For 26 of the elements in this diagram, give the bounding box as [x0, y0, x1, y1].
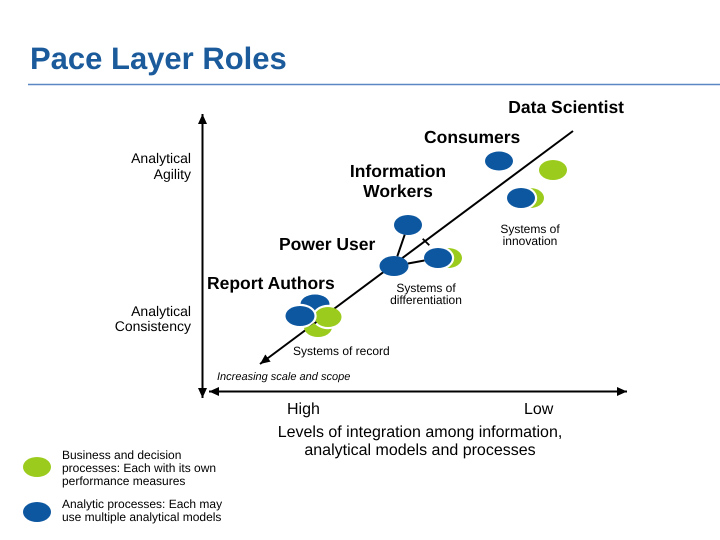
process-ellipse: [485, 151, 513, 171]
layer-label: Systems of innovation: [499, 222, 561, 248]
role-label: Power User: [279, 234, 376, 254]
axis-label: Analytical Agility: [130, 150, 191, 182]
process-ellipse: [394, 215, 422, 235]
title: Pace Layer Roles: [30, 41, 287, 77]
direction-label: Increasing scale and scope: [217, 370, 350, 384]
process-ellipse: [424, 248, 452, 268]
axis-label: Low: [524, 400, 554, 418]
layer-label: Systems of record: [293, 344, 390, 358]
legend-text: Business and decision processes: Each with its own performance measures: [62, 448, 218, 488]
role-label: Information Workers: [348, 161, 448, 201]
connector-line: [396, 234, 406, 257]
process-ellipse: [507, 188, 535, 208]
axis-label: Analytical Consistency: [114, 304, 191, 334]
role-label: Report Authors: [207, 274, 335, 292]
role-label: Data Scientist: [508, 96, 624, 118]
legend-text: Analytic processes: Each may use multiple analytical models: [62, 498, 224, 524]
axis-title: Levels of integration among information, analytical models and processes: [276, 424, 564, 460]
process-ellipse: [539, 160, 567, 180]
process-ellipse: [285, 306, 315, 326]
connector-line: [408, 260, 425, 264]
role-label: Consumers: [424, 126, 520, 148]
layer-label: Systems of differentiation: [389, 282, 463, 307]
axis-label: High: [287, 400, 320, 418]
process-ellipse: [379, 256, 409, 276]
